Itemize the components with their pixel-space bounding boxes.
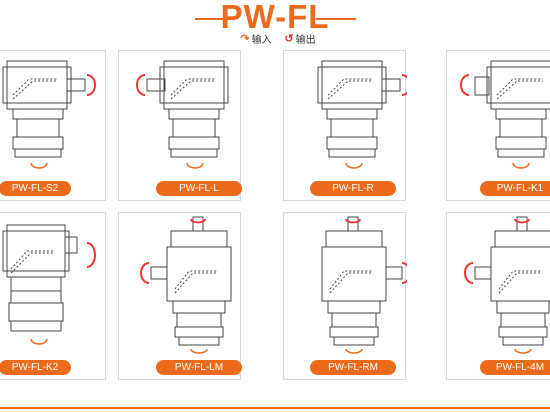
model-label-4m: PW-FL-4M [480,360,550,375]
gearbox-drawing-r [317,60,407,169]
model-label-r: PW-FL-R [310,181,396,196]
model-label-lm: PW-FL-LM [156,360,242,375]
model-label-k2: PW-FL-K2 [0,360,71,375]
gearbox-drawing-k2 [2,224,96,345]
input-label: 输入 [251,35,272,46]
bottom-rule [0,407,550,409]
gearbox-drawing-4m [464,216,550,354]
title-rule-right [316,18,356,20]
model-card-k2[interactable]: PW-FL-K2 [0,212,106,380]
model-card-r[interactable]: PW-FL-R [283,50,407,201]
title-rule-left [195,18,235,20]
model-card-rm[interactable]: PW-FL-RM [283,212,407,380]
gearbox-drawing-k1 [460,60,550,169]
output-rotation-arrow-icon: ↺ [284,33,294,45]
model-label-l: PW-FL-L [156,181,242,196]
page-title: PW-FL [220,0,330,35]
input-rotation-arrow-icon: ↷ [240,33,250,45]
output-label: 输出 [295,35,316,46]
model-card-k1[interactable]: PW-FL-K1 [446,50,550,201]
gearbox-drawing-rm [321,216,407,354]
model-card-l[interactable]: PW-FL-L [118,50,242,201]
rotation-legend: ↷输入 ↺输出 [0,31,550,46]
model-card-s2[interactable]: PW-FL-S2 [0,50,106,201]
model-label-s2: PW-FL-S2 [0,181,71,196]
model-label-rm: PW-FL-RM [310,360,396,375]
model-card-4m[interactable]: PW-FL-4M [446,212,550,380]
model-card-lm[interactable]: PW-FL-LM [118,212,242,380]
gearbox-drawing-l [136,60,229,169]
model-label-k1: PW-FL-K1 [480,181,550,196]
gearbox-drawing-lm [140,216,232,354]
gearbox-drawing-s2 [2,60,96,169]
